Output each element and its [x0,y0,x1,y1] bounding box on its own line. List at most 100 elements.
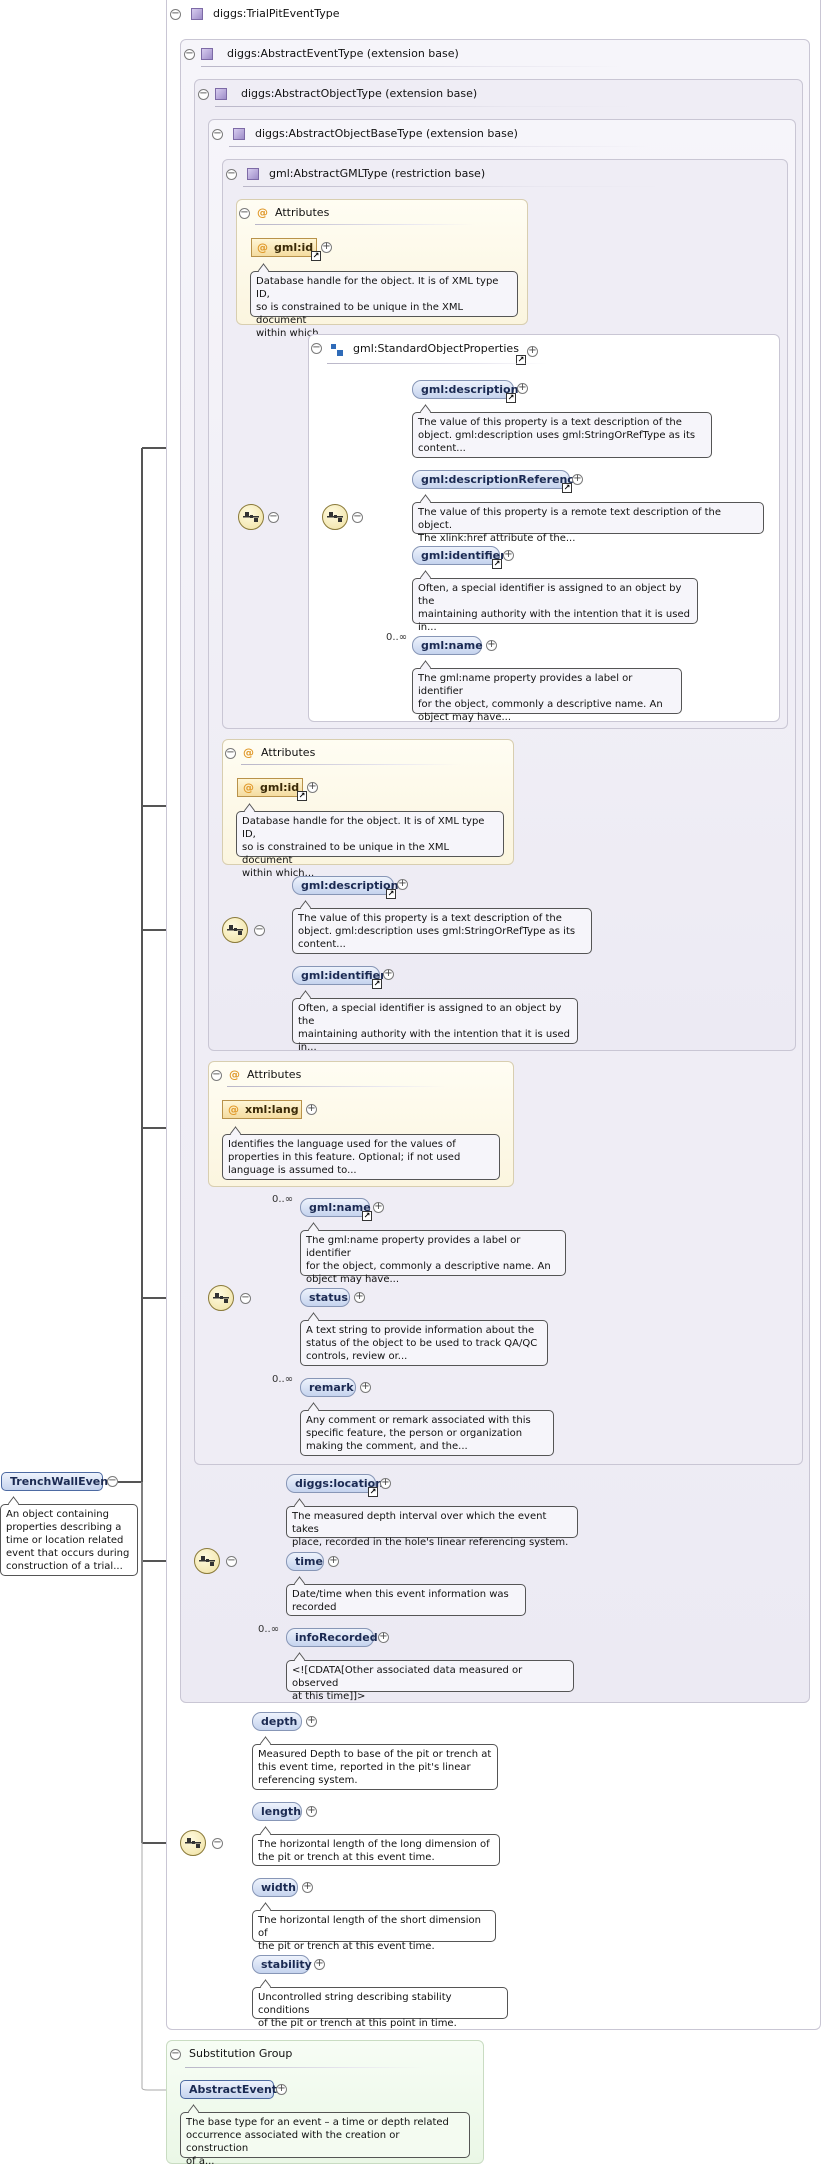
sequence-compositor[interactable] [194,1548,220,1574]
expand-icon[interactable]: + [373,1201,384,1213]
collapse-icon[interactable]: − [311,342,322,354]
element-width[interactable]: width [252,1878,298,1897]
expand-icon[interactable]: + [378,1631,389,1643]
expand-icon[interactable]: + [321,241,332,253]
element-gml-name[interactable]: gml:name [412,636,483,655]
ext2-title: diggs:AbstractObjectType (extension base… [241,87,478,100]
expand-icon[interactable]: + [397,878,408,890]
attributes-label: Attributes [275,206,330,219]
sequence-compositor[interactable] [238,504,264,530]
expand-icon[interactable]: + [306,1805,317,1817]
attributes-label: Attributes [261,746,316,759]
expand-icon[interactable]: + [486,639,497,651]
group-title: gml:StandardObjectProperties [353,342,519,355]
expand-icon[interactable]: + [383,968,394,980]
collapse-icon[interactable]: − [211,1069,222,1081]
reference-icon: ↗ [297,791,307,801]
doc-gml-description: The value of this property is a text des… [412,412,712,458]
collapse-icon[interactable]: − [212,128,223,140]
element-gml-description[interactable]: gml:description [412,380,518,399]
element-gml-identifier[interactable]: gml:identifier [292,966,386,985]
doc-width: The horizontal length of the short dimen… [252,1910,496,1952]
collapse-icon[interactable]: − [254,924,265,936]
doc-stability: Uncontrolled string describing stability… [252,1987,508,2029]
element-depth[interactable]: depth [252,1712,302,1731]
doc-abstract-event: The base type for an event – a time or d… [180,2112,470,2167]
expand-icon[interactable]: + [302,1881,313,1893]
element-gml-identifier[interactable]: gml:identifier [412,546,506,565]
sequence-compositor[interactable] [222,917,248,943]
collapse-icon[interactable]: − [226,168,237,180]
attribute-icon: @ [229,1068,240,1081]
expand-icon[interactable]: + [572,473,583,485]
doc-xml-lang: Identifies the language used for the val… [222,1134,500,1180]
doc-status: A text string to provide information abo… [300,1320,548,1366]
collapse-icon[interactable]: − [170,8,181,20]
element-length[interactable]: length [252,1802,302,1821]
root-element-trench-wall-event[interactable]: TrenchWallEvent [1,1472,113,1491]
reference-icon: ↗ [372,979,382,989]
group-icon [331,344,343,356]
expand-icon[interactable]: + [380,1477,391,1489]
expand-icon[interactable]: + [276,2083,287,2095]
element-gml-name[interactable]: gml:name [300,1198,371,1217]
element-status[interactable]: status [300,1288,350,1307]
reference-icon: ↗ [311,251,321,261]
element-remark[interactable]: remark [300,1378,356,1397]
attribute-xml-lang[interactable]: @xml:lang [222,1100,302,1119]
sequence-compositor[interactable] [208,1285,234,1311]
reference-icon: ↗ [492,559,502,569]
doc-gml-id: Database handle for the object. It is of… [236,811,504,879]
expand-icon[interactable]: + [503,549,514,561]
attribute-gml-id[interactable]: @gml:id [237,778,303,797]
reference-icon: ↗ [368,1487,378,1497]
type-title: diggs:TrialPitEventType [213,7,340,20]
sequence-compositor[interactable] [180,1830,206,1856]
expand-icon[interactable]: + [328,1555,339,1567]
expand-icon[interactable]: + [360,1381,371,1393]
element-gml-description-reference[interactable]: gml:descriptionReference [412,470,581,489]
attribute-icon: @ [228,1103,239,1116]
doc-gml-id: Database handle for the object. It is of… [250,271,518,339]
complex-type-icon [201,48,213,60]
element-stability[interactable]: stability [252,1955,312,1974]
expand-icon[interactable]: + [517,382,528,394]
doc-gml-name: The gml:name property provides a label o… [300,1230,566,1285]
expand-icon[interactable]: + [527,345,538,357]
element-time[interactable]: time [286,1552,324,1571]
complex-type-icon [191,8,203,20]
reference-icon: ↗ [516,355,526,365]
attribute-icon: @ [257,206,268,219]
expand-icon[interactable]: + [307,781,318,793]
attribute-gml-id[interactable]: @gml:id [251,238,317,257]
collapse-icon[interactable]: − [239,207,250,219]
doc-gml-identifier: Often, a special identifier is assigned … [412,578,698,633]
expand-icon[interactable]: + [354,1291,365,1303]
expand-icon[interactable]: + [306,1715,317,1727]
collapse-icon[interactable]: − [240,1292,251,1304]
element-info-recorded[interactable]: infoRecorded [286,1628,378,1647]
expand-icon[interactable]: + [314,1958,325,1970]
collapse-icon[interactable]: − [184,48,195,60]
doc-gml-name: The gml:name property provides a label o… [412,668,682,723]
sequence-compositor[interactable] [322,504,348,530]
collapse-icon[interactable]: − [226,1555,237,1567]
collapse-icon[interactable]: − [352,511,363,523]
attribute-icon: @ [257,241,268,254]
doc-info-recorded: <![CDATA[Other associated data measured … [286,1660,574,1702]
element-diggs-location[interactable]: diggs:location [286,1474,383,1493]
collapse-icon[interactable]: − [198,88,209,100]
doc-gml-description: The value of this property is a text des… [292,908,592,954]
multiplicity-label: 0..∞ [272,1374,294,1385]
collapse-icon[interactable]: − [212,1837,223,1849]
reference-icon: ↗ [562,483,572,493]
collapse-icon[interactable]: − [225,747,236,759]
expand-icon[interactable]: + [306,1103,317,1115]
collapse-icon[interactable]: − [107,1475,118,1487]
collapse-icon[interactable]: − [170,2048,181,2060]
collapse-icon[interactable]: − [268,511,279,523]
element-abstract-event[interactable]: AbstractEvent [180,2080,277,2099]
element-gml-description[interactable]: gml:description [292,876,398,895]
multiplicity-label: 0..∞ [386,632,408,643]
